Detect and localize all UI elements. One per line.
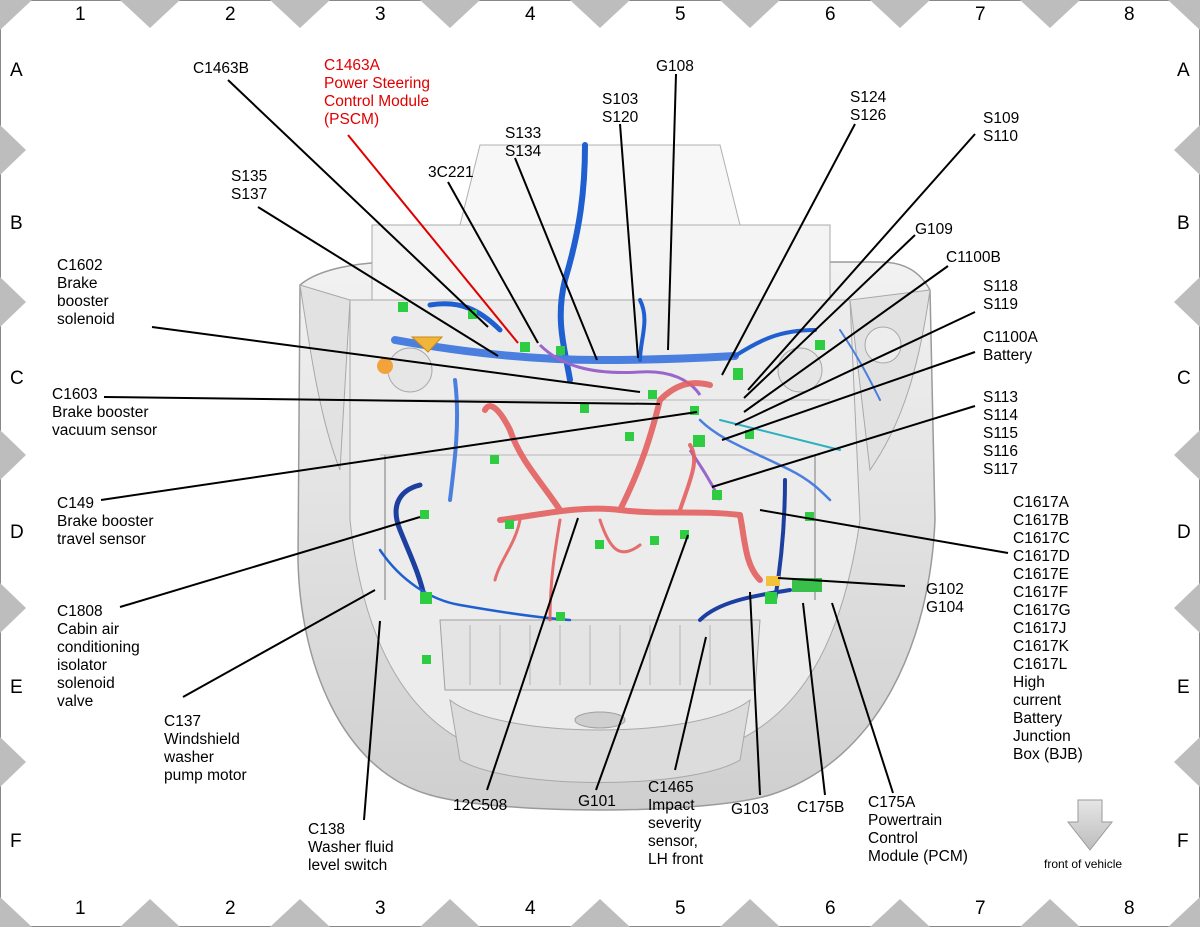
label-c1808-isolator-valve: C1808 Cabin air conditioning isolator so…: [57, 603, 140, 710]
grid-row-right-d: D: [1177, 522, 1191, 543]
connectors: [398, 302, 825, 664]
grid-col-bottom-2: 2: [225, 898, 236, 919]
label-c1602-brake-booster-solenoid: C1602 Brake booster solenoid: [57, 257, 115, 328]
callout-lines: [100, 73, 1009, 821]
grid-col-top-7: 7: [975, 4, 986, 25]
grid-col-top-5: 5: [675, 4, 686, 25]
vehicle-body: [297, 144, 936, 811]
grid-row-right-b: B: [1177, 213, 1190, 234]
label-c149-travel-sensor: C149 Brake booster travel sensor: [57, 495, 154, 548]
label-s109-s110: S109 S110: [983, 110, 1020, 145]
label-12c508: 12C508: [453, 797, 508, 814]
label-c1463a-pscm: C1463A Power Steering Control Module (PS…: [324, 57, 430, 128]
grid-row-right-f: F: [1177, 831, 1189, 852]
label-g103: G103: [731, 801, 769, 818]
label-c1617-bjb: C1617A C1617B C1617C C1617D C1617E C1617…: [1013, 494, 1083, 763]
label-c1463b: C1463B: [193, 60, 250, 77]
grid-col-bottom-3: 3: [375, 898, 386, 919]
label-c1100b: C1100B: [946, 249, 1001, 266]
grid-row-right-c: C: [1177, 368, 1191, 389]
grid-col-top-1: 1: [75, 4, 86, 25]
label-s103-s120: S103 S120: [602, 91, 639, 126]
label-g109: G109: [915, 221, 953, 238]
grid-col-top-8: 8: [1124, 4, 1135, 25]
label-c137-washer-pump: C137 Windshield washer pump motor: [164, 713, 247, 784]
label-c1465-impact-sensor: C1465 Impact severity sensor, LH front: [648, 779, 704, 868]
grid-col-top-4: 4: [525, 4, 536, 25]
grid-ticks-bottom: [0, 897, 1200, 927]
label-c1603-vacuum-sensor: C1603 Brake booster vacuum sensor: [52, 386, 158, 439]
grid-row-left-c: C: [10, 368, 24, 389]
label-3c221: 3C221: [428, 164, 474, 181]
grid-col-top-6: 6: [825, 4, 836, 25]
grid-ticks-left: [0, 125, 26, 787]
grid-row-right-a: A: [1177, 60, 1190, 81]
label-s135-s137: S135 S137: [231, 168, 268, 203]
label-c138-washer-fluid-switch: C138 Washer fluid level switch: [308, 821, 394, 874]
label-c1100a-battery: C1100A Battery: [983, 329, 1038, 364]
label-s133-s134: S133 S134: [505, 125, 542, 160]
grid-row-left-b: B: [10, 213, 23, 234]
grid-col-top-2: 2: [225, 4, 236, 25]
label-c175a-pcm: C175A Powertrain Control Module (PCM): [868, 794, 968, 865]
label-c175b: C175B: [797, 799, 845, 816]
fluid-reservoirs: [377, 336, 780, 586]
label-g102-g104: G102 G104: [926, 581, 964, 616]
label-s118-s119: S118 S119: [983, 278, 1019, 313]
grid-row-right-e: E: [1177, 677, 1190, 698]
grid-col-bottom-5: 5: [675, 898, 686, 919]
grid-col-bottom-6: 6: [825, 898, 836, 919]
label-s113-s117: S113 S114 S115 S116 S117: [983, 389, 1019, 478]
grid-ticks-top: [0, 0, 1200, 30]
callout-line-pscm: [347, 134, 519, 344]
harness-red: [482, 380, 763, 622]
grid-col-top-3: 3: [375, 4, 386, 25]
label-s124-s126: S124 S126: [850, 89, 887, 124]
grid-col-bottom-8: 8: [1124, 898, 1135, 919]
grid-ticks-right: [1174, 125, 1200, 787]
label-g101: G101: [578, 793, 616, 810]
grid-col-bottom-7: 7: [975, 898, 986, 919]
grid-col-bottom-1: 1: [75, 898, 86, 919]
grid-col-bottom-4: 4: [525, 898, 536, 919]
grid-row-left-a: A: [10, 60, 23, 81]
front-arrow-icon: [1066, 799, 1114, 851]
grid-row-left-e: E: [10, 677, 23, 698]
grid-row-left-d: D: [10, 522, 24, 543]
label-g108: G108: [656, 58, 694, 75]
grid-row-left-f: F: [10, 831, 22, 852]
front-of-vehicle-label: front of vehicle: [1044, 857, 1123, 871]
